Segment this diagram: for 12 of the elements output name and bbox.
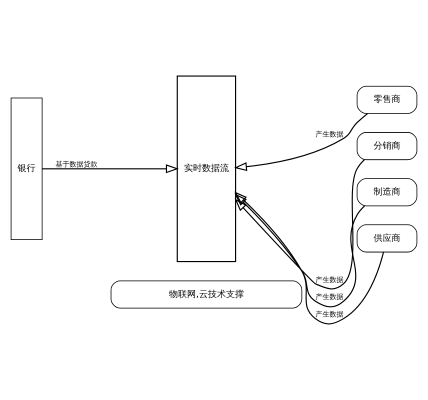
arrow [234, 192, 384, 324]
node-box: 实时数据流 [176, 75, 236, 262]
arrow [42, 164, 179, 174]
node-box: 制造商 [356, 178, 418, 206]
node-box: 分销商 [356, 132, 418, 160]
arrow [234, 159, 365, 290]
node-box: 物联网,云技术支撑 [110, 280, 302, 308]
node-box: 零售商 [356, 86, 418, 114]
node-box: 供应商 [356, 224, 418, 252]
arrow [234, 113, 368, 172]
node-box: 银行 [10, 98, 43, 240]
arrow [234, 194, 365, 308]
